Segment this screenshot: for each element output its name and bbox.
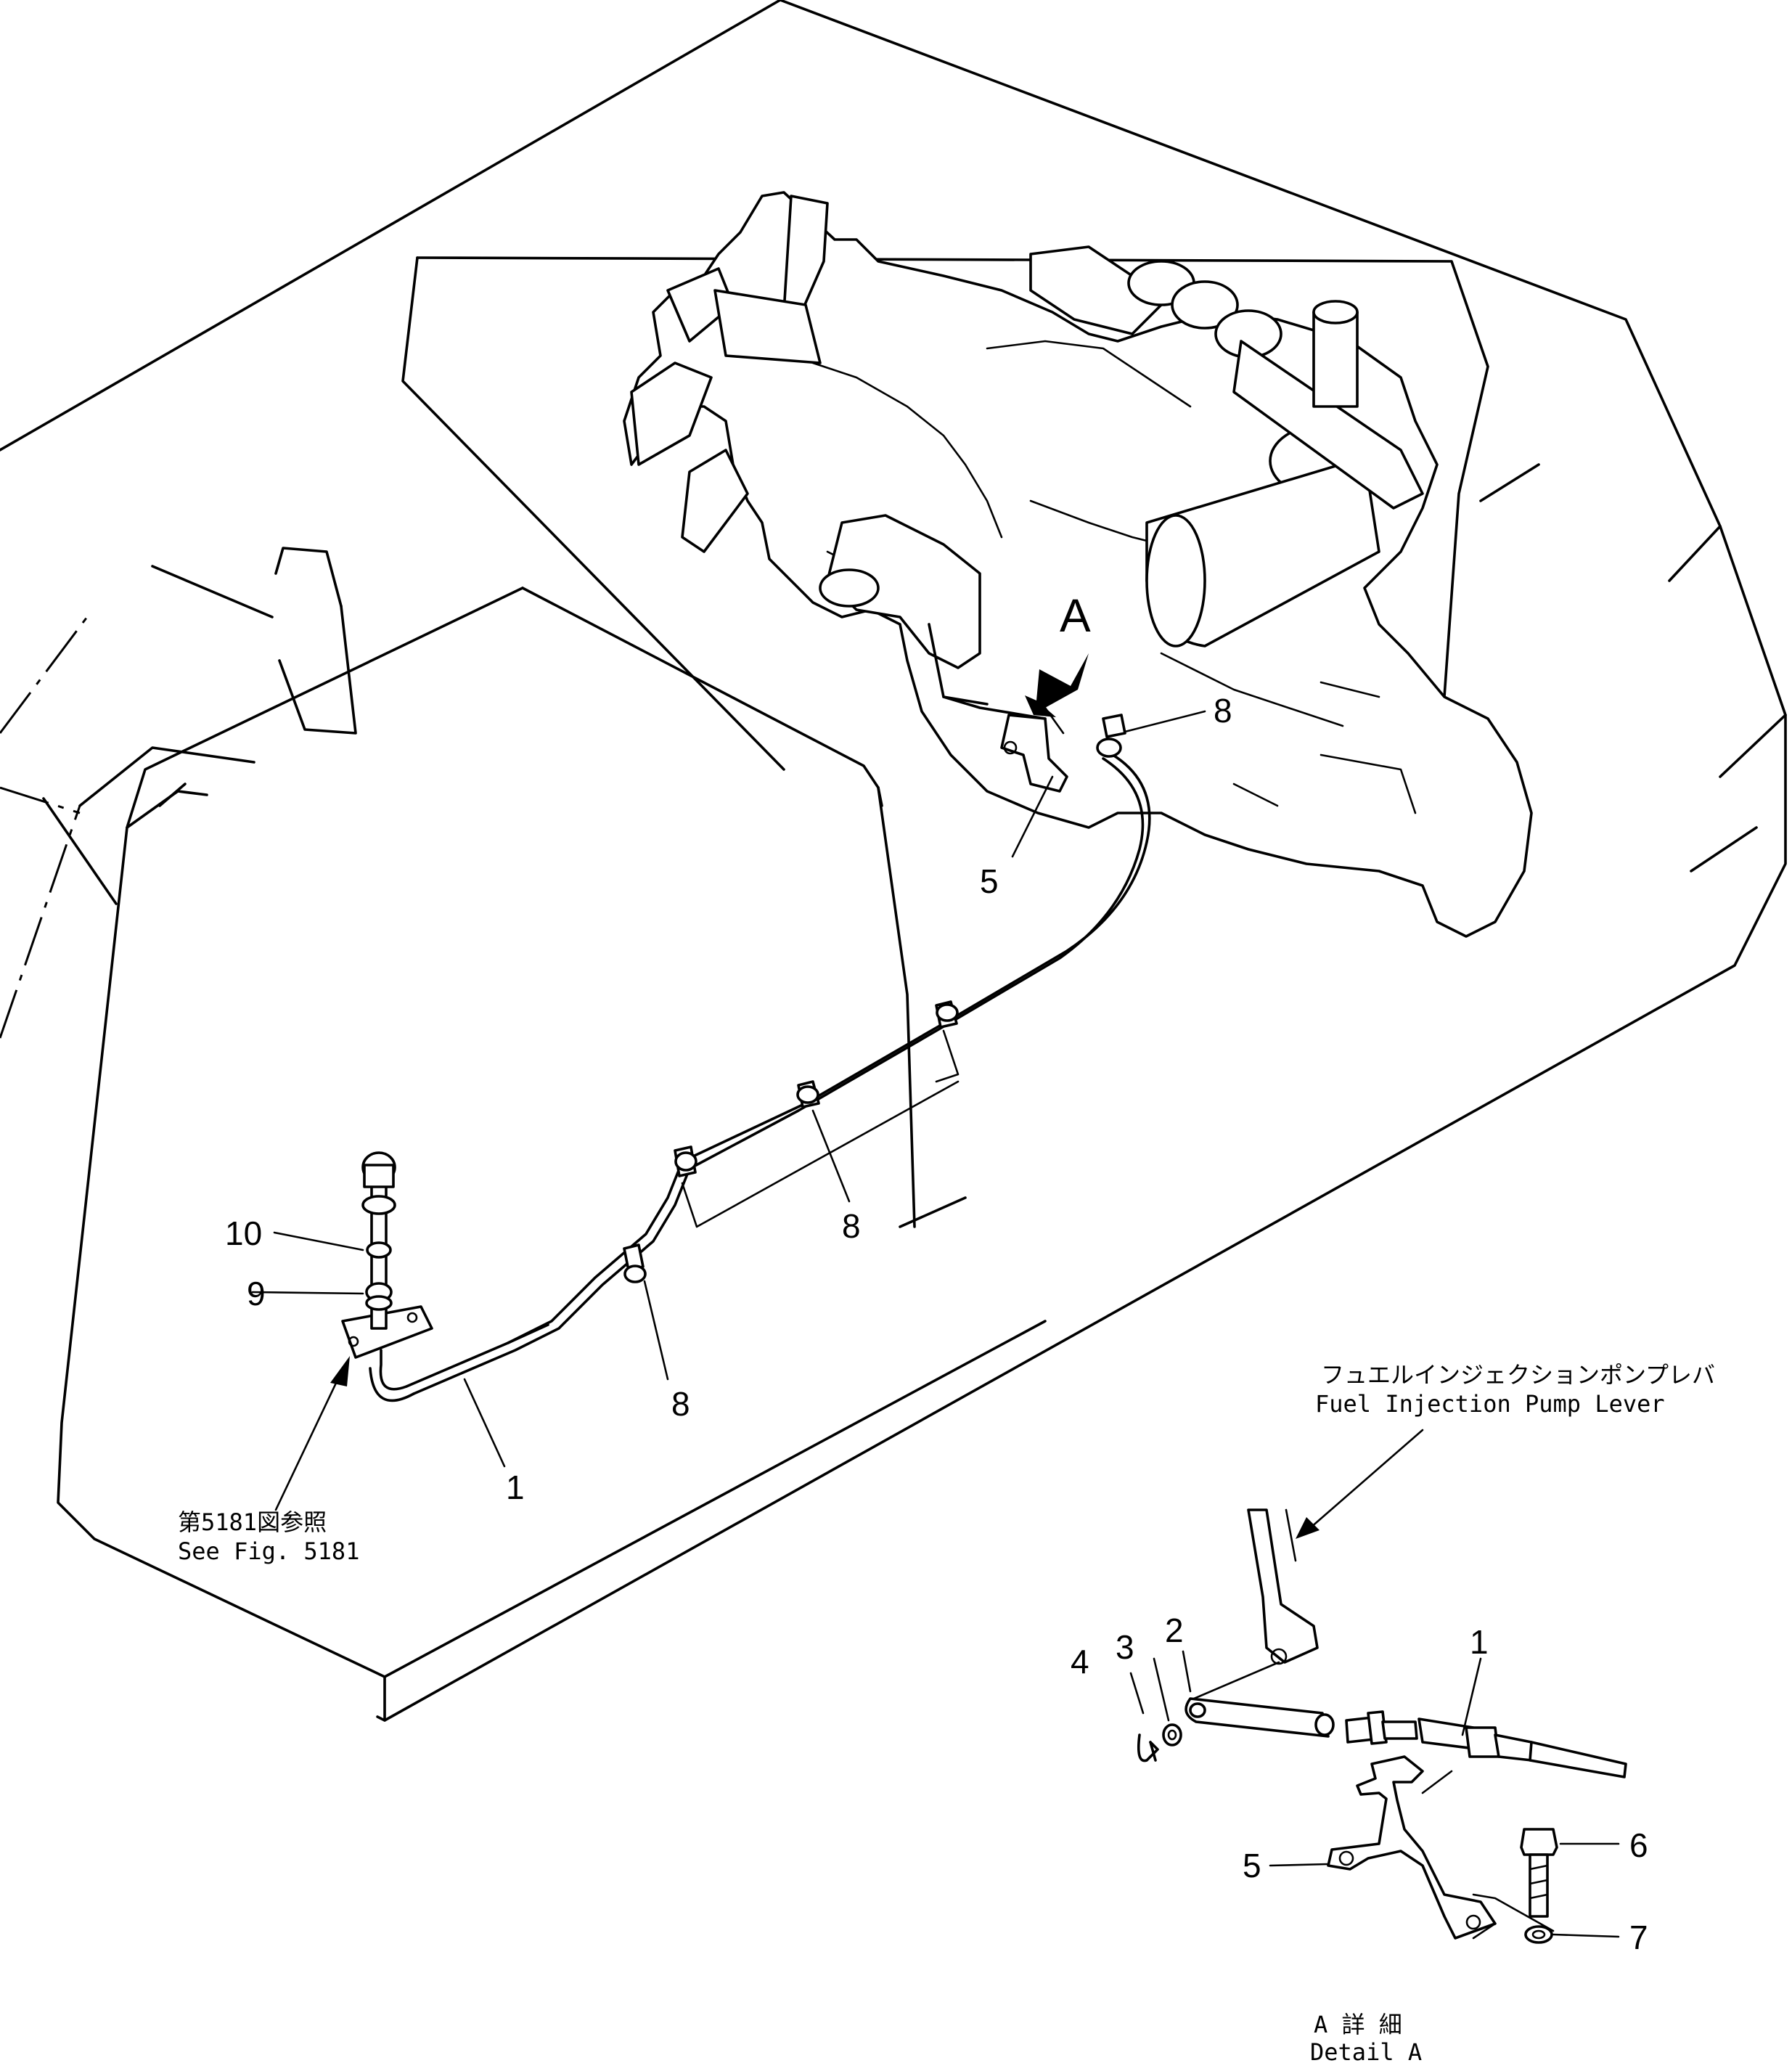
- knob-assembly: [341, 1151, 433, 1359]
- clamp-8-c: [674, 1080, 960, 1228]
- fig-ref-jp: 第5181図参照: [178, 1508, 327, 1536]
- callout-5-detail: 5: [1243, 1847, 1261, 1884]
- side-box: [57, 547, 1047, 1722]
- callout-9: 9: [247, 1275, 266, 1312]
- fig-ref-en: See Fig. 5181: [178, 1537, 359, 1565]
- clamp-8-top: [1096, 714, 1126, 758]
- engine-assembly: [623, 191, 1533, 938]
- callout-10: 10: [225, 1214, 262, 1252]
- lever-note-jp: フュエルインジェクションポンプレバ: [1321, 1361, 1715, 1389]
- callout-4-detail: 4: [1071, 1643, 1089, 1680]
- view-a-arrow: A: [1025, 589, 1091, 717]
- leader-lines: [251, 710, 1206, 1511]
- callout-5-main: 5: [980, 862, 999, 900]
- callout-8-top: 8: [1214, 692, 1232, 730]
- clamp-8-a: [935, 1000, 960, 1083]
- callout-1-main: 1: [506, 1468, 525, 1506]
- lever-note-en: Fuel Injection Pump Lever: [1315, 1390, 1665, 1418]
- detail-label-jp: A 詳 細: [1314, 2011, 1402, 2038]
- callout-3-detail: 3: [1116, 1628, 1134, 1666]
- bracket-5-installed: [1000, 706, 1068, 793]
- clamp-8-d: [623, 1243, 647, 1283]
- cable-routing: [369, 746, 1151, 1402]
- callout-2-detail: 2: [1165, 1611, 1184, 1649]
- callout-7-detail: 7: [1629, 1919, 1648, 1956]
- clamp-8-b: [796, 1080, 820, 1108]
- callout-1-detail: 1: [1470, 1623, 1489, 1661]
- callout-8-low: 8: [671, 1385, 690, 1423]
- callout-numbers: 8 5 8 8 1 10 9 1 2 3 4 5 6 7: [225, 692, 1648, 1956]
- detail-label-en: Detail A: [1310, 2038, 1422, 2063]
- callout-8-mid: 8: [842, 1207, 861, 1245]
- view-a-label: A: [1060, 589, 1091, 642]
- detail-a: [1129, 1429, 1627, 1944]
- notes: 第5181図参照 See Fig. 5181 フュエルインジェクションポンプレバ…: [178, 1361, 1715, 2063]
- callout-6-detail: 6: [1629, 1826, 1648, 1864]
